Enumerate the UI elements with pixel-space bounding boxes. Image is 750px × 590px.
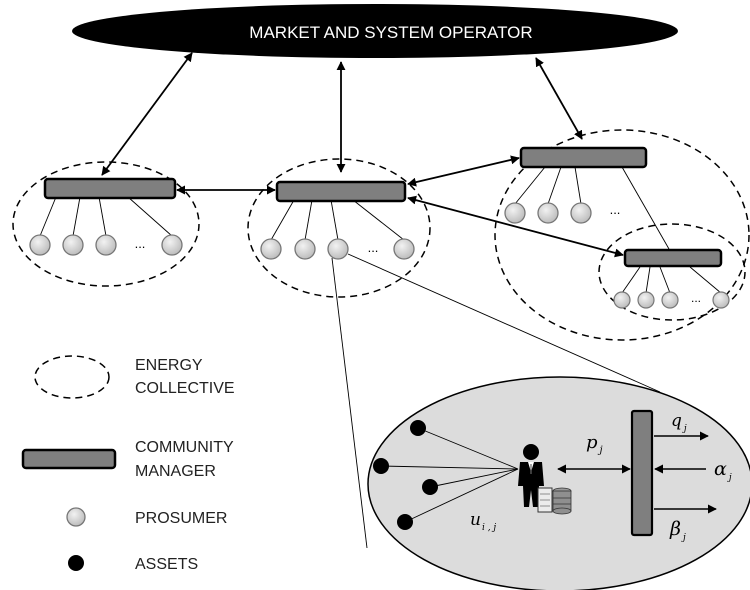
prosumer: [661, 291, 679, 309]
prosumer: [613, 291, 631, 309]
legend-collective-symbol: [34, 355, 110, 399]
prosumer: [294, 238, 316, 260]
legend-prosumer: PROSUMER: [135, 510, 227, 527]
community-manager: [43, 177, 177, 200]
legend: ENERGY COLLECTIVE COMMUNITY MANAGER PROS…: [21, 355, 238, 573]
zoom-lines: [331, 253, 661, 549]
prosumer: [570, 202, 592, 224]
energy-collective-center: ...: [247, 158, 431, 298]
asset: [410, 420, 426, 436]
operator-arrows: [101, 52, 583, 176]
prosumer: [161, 234, 183, 256]
manager-link-right: [407, 155, 520, 187]
prosumer: [504, 202, 526, 224]
legend-asset-symbol: [68, 555, 84, 571]
prosumer: [29, 234, 51, 256]
legend-manager-symbol: [21, 448, 117, 470]
server-icon: [537, 487, 572, 515]
label-u: ui , j: [470, 510, 496, 533]
prosumer: [637, 291, 655, 309]
asset: [422, 479, 438, 495]
prosumer: [95, 234, 117, 256]
community-manager-vertical: [630, 409, 654, 537]
prosumer-highlighted: [327, 238, 349, 260]
prosumer: [712, 291, 730, 309]
asset: [373, 458, 389, 474]
prosumer: [260, 238, 282, 260]
manager-link-nested: [407, 195, 624, 258]
energy-collective-left: ...: [12, 161, 200, 287]
ellipsis: ...: [135, 236, 146, 251]
operator-label: MARKET AND SYSTEM OPERATOR: [249, 23, 532, 42]
prosumer: [393, 238, 415, 260]
legend-energy-collective: ENERGY COLLECTIVE: [135, 357, 235, 397]
legend-community-manager: COMMUNITY MANAGER: [135, 439, 238, 480]
ellipsis: ...: [610, 202, 621, 217]
legend-assets: ASSETS: [135, 556, 198, 573]
legend-prosumer-symbol: [66, 507, 86, 527]
community-manager: [623, 248, 723, 268]
prosumer: [537, 202, 559, 224]
prosumer: [62, 234, 84, 256]
market-operator: MARKET AND SYSTEM OPERATOR: [72, 4, 678, 58]
community-manager: [275, 180, 407, 203]
community-manager: [519, 146, 648, 169]
energy-collective-nested: ...: [598, 223, 746, 321]
ellipsis: ...: [368, 240, 379, 255]
ellipsis: ...: [691, 291, 701, 305]
asset: [397, 514, 413, 530]
